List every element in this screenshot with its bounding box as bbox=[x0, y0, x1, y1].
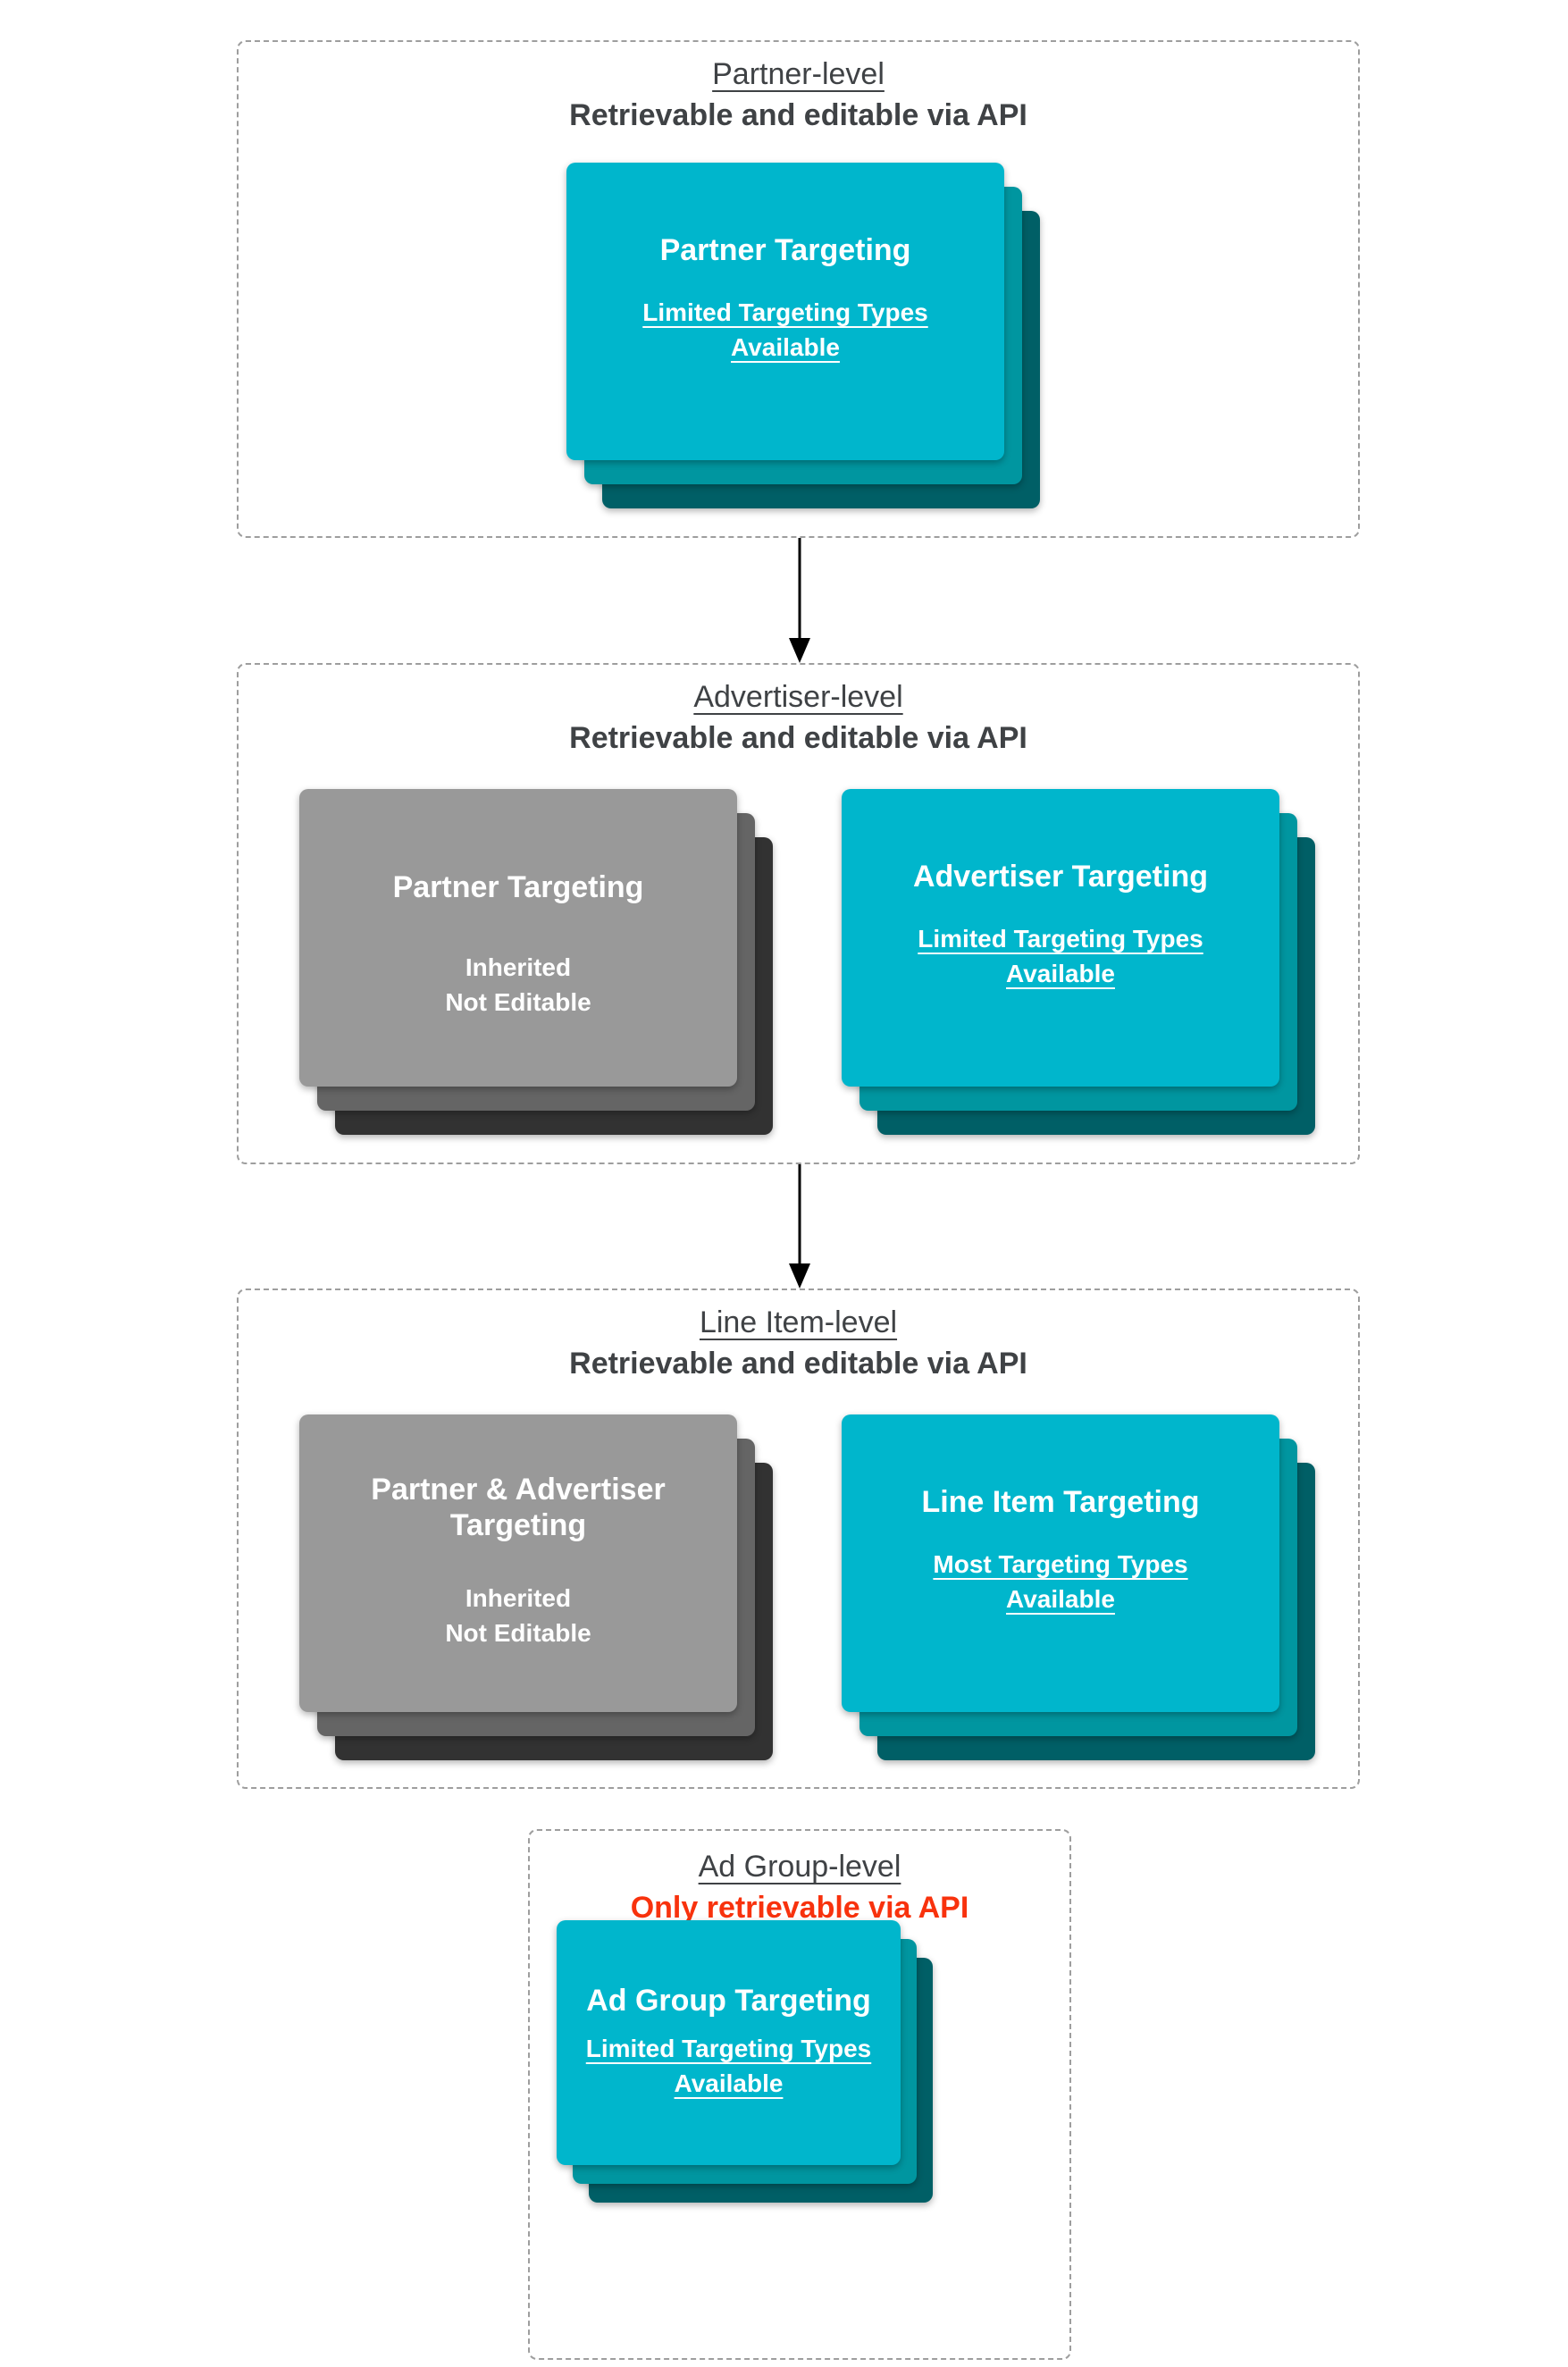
arrow-shaft bbox=[798, 538, 801, 640]
section-partner-level: Partner-level Retrievable and editable v… bbox=[237, 40, 1360, 538]
card-title: Partner & Advertiser Targeting bbox=[299, 1472, 737, 1543]
inherited-partner-targeting-card: Partner Targeting Inherited Not Editable bbox=[299, 789, 737, 1087]
line-item-targeting-card: Line Item Targeting Most Targeting Types… bbox=[842, 1414, 1279, 1712]
ad-group-targeting-card: Ad Group Targeting Limited Targeting Typ… bbox=[557, 1920, 901, 2165]
card-title: Ad Group Targeting bbox=[586, 1984, 871, 2018]
card-title: Partner Targeting bbox=[659, 233, 911, 267]
card-title: Partner Targeting bbox=[392, 870, 644, 904]
card-subtitle-line1: Limited Targeting Types bbox=[642, 298, 928, 326]
card-subtitle: Limited Targeting Types Available bbox=[842, 921, 1279, 991]
card-subtitle-line1: Limited Targeting Types bbox=[585, 2035, 872, 2062]
card-subtitle: Limited Targeting Types Available bbox=[566, 295, 1004, 365]
card-body-line1: Inherited bbox=[465, 953, 572, 981]
advertiser-targeting-card: Advertiser Targeting Limited Targeting T… bbox=[842, 789, 1279, 1087]
arrowhead-icon bbox=[789, 1263, 810, 1288]
card-subtitle: Most Targeting Types Available bbox=[842, 1547, 1279, 1616]
card-body-line1: Inherited bbox=[465, 1584, 572, 1612]
advertiser-level-label: Advertiser-level bbox=[693, 680, 903, 714]
inherited-partner-advertiser-card: Partner & Advertiser Targeting Inherited… bbox=[299, 1414, 737, 1712]
card-body-line2: Not Editable bbox=[445, 1619, 591, 1647]
card-subtitle: Limited Targeting Types Available bbox=[557, 2031, 901, 2101]
card-subtitle-line2: Available bbox=[1006, 960, 1115, 987]
card-body: Inherited Not Editable bbox=[299, 950, 737, 1020]
partner-targeting-card: Partner Targeting Limited Targeting Type… bbox=[566, 163, 1004, 460]
card-title: Advertiser Targeting bbox=[912, 860, 1208, 894]
partner-level-label: Partner-level bbox=[712, 57, 885, 91]
card-subtitle-line1: Most Targeting Types bbox=[933, 1550, 1188, 1578]
card-subtitle-line1: Limited Targeting Types bbox=[918, 925, 1203, 953]
line-item-level-label: Line Item-level bbox=[699, 1305, 898, 1339]
flow-arrow-advertiser-to-lineitem bbox=[786, 1164, 813, 1288]
card-title-line1: Partner & Advertiser bbox=[371, 1473, 666, 1507]
card-title-line2: Targeting bbox=[449, 1508, 587, 1542]
advertiser-api-note: Retrievable and editable via API bbox=[569, 721, 1027, 755]
card-subtitle-line2: Available bbox=[674, 2069, 784, 2097]
ad-group-level-label: Ad Group-level bbox=[698, 1850, 901, 1884]
card-body: Inherited Not Editable bbox=[299, 1581, 737, 1650]
flow-arrow-partner-to-advertiser bbox=[786, 538, 813, 663]
section-advertiser-level: Advertiser-level Retrievable and editabl… bbox=[237, 663, 1360, 1164]
card-subtitle-line2: Available bbox=[731, 333, 840, 361]
section-line-item-level: Line Item-level Retrievable and editable… bbox=[237, 1288, 1360, 1789]
card-subtitle-line2: Available bbox=[1006, 1585, 1115, 1613]
card-title: Line Item Targeting bbox=[921, 1485, 1200, 1519]
section-ad-group-level: Ad Group-level Only retrievable via API … bbox=[528, 1829, 1071, 2360]
line-item-api-note: Retrievable and editable via API bbox=[569, 1347, 1027, 1381]
arrowhead-icon bbox=[789, 638, 810, 663]
partner-api-note: Retrievable and editable via API bbox=[569, 98, 1027, 132]
card-body-line2: Not Editable bbox=[445, 988, 591, 1016]
arrow-shaft bbox=[798, 1164, 801, 1265]
ad-group-api-note: Only retrievable via API bbox=[630, 1891, 969, 1925]
